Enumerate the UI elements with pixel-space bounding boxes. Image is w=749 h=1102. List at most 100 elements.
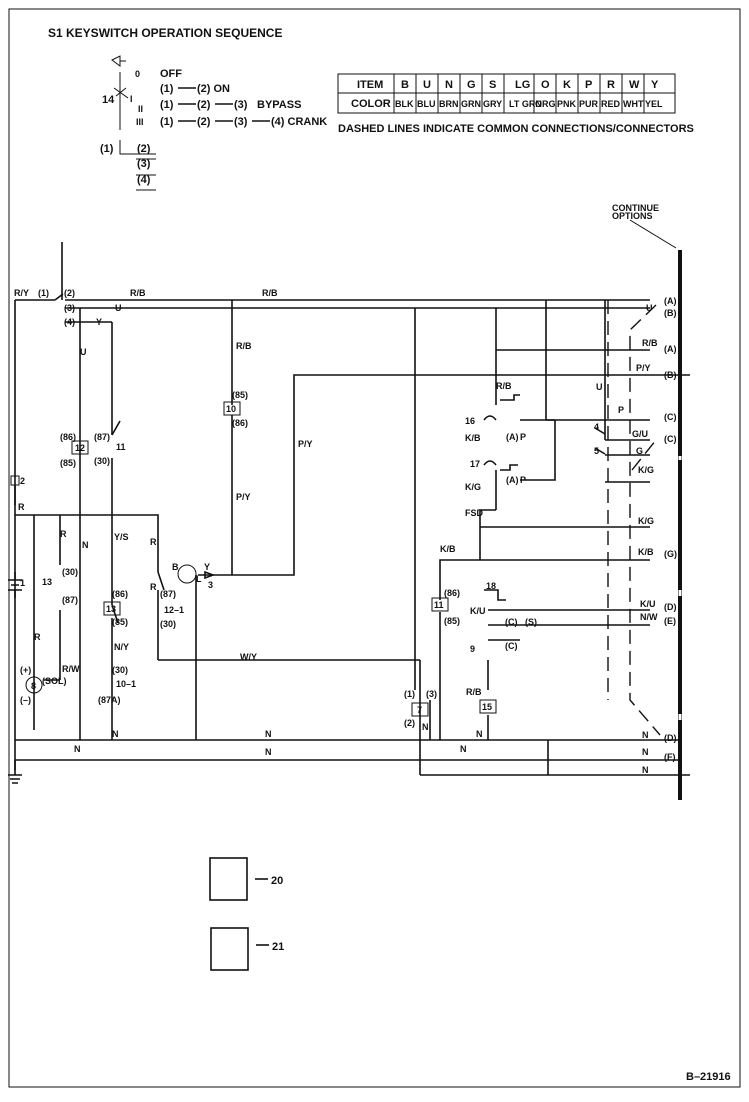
color-code-g: G [467,79,476,91]
page-border [8,8,741,1088]
seq-bypass-2: (2) [197,99,211,111]
dashed-common-connections [607,300,661,736]
wire-label: P/Y [236,492,251,502]
wire-label: P [520,432,526,442]
wire-label: G [636,446,643,456]
wire-label: R [34,632,41,642]
color-name-y: YEL [645,99,663,109]
wire-label: K/U [640,599,656,609]
wire-label: (85) [112,617,128,627]
wire-label: R [18,502,25,512]
wire-label: R/B [130,288,146,298]
wire-label: K/G [638,516,654,526]
connector-label: (F) [664,752,676,762]
wire-label: K/B [465,433,481,443]
connector-label: (G) [664,549,677,559]
wire-label: L [196,574,202,584]
wire-label: Y [96,317,102,327]
wire-label: 18 [486,581,496,591]
wire-label: K/G [465,482,481,492]
color-code-u: U [423,79,431,91]
color-name-o: ORG [535,99,556,109]
alternator-5 [177,564,197,584]
wire-label: (3) [426,689,437,699]
key-icon [111,55,126,67]
pos-0-label: 0 [135,69,140,79]
color-name-n: BRN [439,99,459,109]
relay-contacts [111,420,165,624]
relay-12-label: 12 [75,443,85,453]
battery-1-label: 1 [20,578,25,588]
battery-1 [8,572,22,598]
dashed-lines-note: DASHED LINES INDICATE COMMON CONNECTIONS… [338,123,694,135]
wire-label: R [150,537,157,547]
wire-label: U [646,303,653,313]
wire-label: (87) [94,432,110,442]
wire-label: 16 [465,416,475,426]
seq-bypass-1: (1) [160,99,174,111]
wire-label: R/W [62,664,80,674]
seq-crank-2: (2) [197,116,211,128]
connector-label: (A) [664,296,677,306]
wire-label: Y [204,562,210,572]
wire-label: (A) [506,475,519,485]
switch-symbol [113,72,129,130]
wire-label: K/B [638,547,654,557]
wire-label: (2) [64,288,75,298]
fuse-2 [10,475,20,486]
wire-label: R/B [262,288,278,298]
seq-bypass-3: (3) [234,99,248,111]
wire-label: 12–1 [164,605,184,615]
wire-label: 4 [594,422,599,432]
wire-label: K/U [470,606,486,616]
wire-label: (C) [505,641,518,651]
wire-label: (86) [60,432,76,442]
wire-label: (3) [64,303,75,313]
wire-label: R/B [642,338,658,348]
wire-label: 3 [208,580,213,590]
color-code-b: B [401,79,409,91]
stack-2-label: (2) [137,143,151,155]
wire-label: N/W [640,612,658,622]
wire-label: N [74,744,81,754]
color-name-k: PNK [557,99,577,109]
pos-I-label: I [130,94,133,104]
connector-label: (B) [664,370,677,380]
wire-label: 10–1 [116,679,136,689]
wire-label: (1) [38,288,49,298]
drawing-number: B–21916 [686,1071,731,1083]
wire-label: R [150,582,157,592]
diagram-title: S1 KEYSWITCH OPERATION SEQUENCE [48,26,282,40]
wire-label: (–) [20,695,31,705]
color-code-k: K [563,79,571,91]
wire-label: (30) [62,567,78,577]
wire-label: (2) [404,718,415,728]
wire-label: G/U [632,429,648,439]
color-name-w: WHT [623,99,644,109]
connector-label: (A) [664,344,677,354]
relay-13-box [103,601,121,616]
component-20-label: 20 [271,875,283,887]
seq-bypass-label: BYPASS [257,99,301,111]
component-7-label: 7 [417,705,422,715]
stack-1-label: (1) [100,143,114,155]
color-name-r: RED [601,99,621,109]
wire-label: P/Y [636,363,651,373]
relay-11-label: 11 [434,600,444,610]
color-name-b: BLK [395,99,414,109]
seq-on-from: (1) [160,83,174,95]
connector-label: (D) [664,602,677,612]
wire-label: (+) [20,665,31,675]
wire-label: 13 [42,577,52,587]
wire-label: R/Y [14,288,29,298]
wire-label: P/Y [298,439,313,449]
wire-label: N [82,540,89,550]
ground-symbol [8,774,22,784]
switch-ref-label: 14 [102,94,115,106]
relay-11-box [431,597,449,612]
color-code-w: W [629,79,640,91]
wire-label: (85) [444,616,460,626]
color-name-s: GRY [483,99,502,109]
